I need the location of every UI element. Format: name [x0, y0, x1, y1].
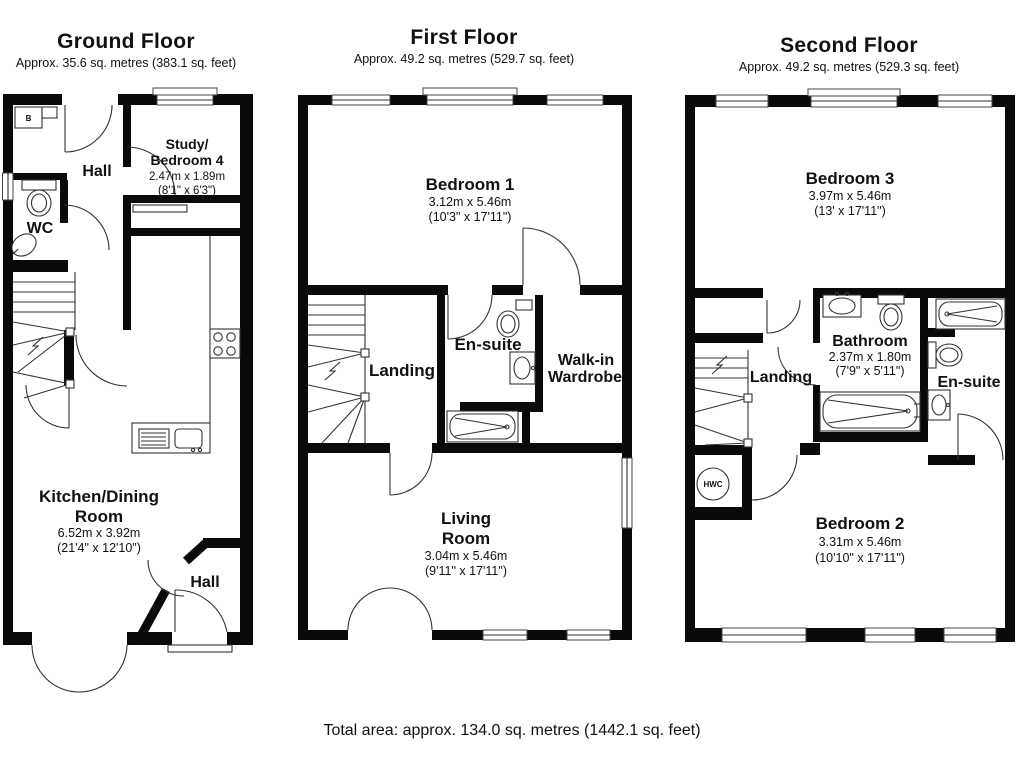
ff-doors [347, 227, 581, 631]
second-floor-header: Second Floor Approx. 49.2 sq. metres (52… [718, 34, 980, 74]
bedroom1-dims-m: 3.12m x 5.46m [429, 195, 512, 209]
sf-ensuite-toilet-cistern [927, 341, 937, 369]
sf-hwc-label: HWC [703, 480, 722, 489]
second-floor-title: Second Floor [780, 34, 918, 57]
ground-floor-subtitle: Approx. 35.6 sq. metres (383.1 sq. feet) [15, 56, 237, 70]
bathroom-dims-ft: (7'9" x 5'11") [835, 364, 904, 378]
sf-labels: Bedroom 3 3.97m x 5.46m (13' x 17'11") B… [750, 169, 1001, 565]
gf-wc-fittings [11, 179, 57, 257]
room-label-wardrobe-2: Wardrobe [548, 369, 622, 386]
second-floor-plan: HWC Bedroom 3 3.97m x 5.46m (13' x 17'11… [685, 88, 1015, 643]
room-label-ff-ensuite: En-suite [454, 335, 521, 354]
study-dims-m: 2.47m x 1.89m [149, 171, 225, 183]
kitchen-dims-ft: (21'4" x 12'10") [57, 541, 141, 555]
living-dims-m: 3.04m x 5.46m [425, 549, 508, 563]
total-area-text: Total area: approx. 134.0 sq. metres (14… [323, 722, 701, 739]
sf-windows [715, 88, 997, 643]
bedroom3-dims-m: 3.97m x 5.46m [809, 189, 892, 203]
gf-stairs [12, 272, 76, 399]
room-label-sf-landing: Landing [750, 369, 812, 386]
room-label-bedroom2: Bedroom 2 [816, 514, 905, 533]
gf-boiler-label: B [26, 114, 32, 123]
room-label-ff-landing: Landing [369, 361, 435, 380]
gf-boiler: B [14, 106, 58, 129]
sf-hwc: HWC [696, 467, 730, 501]
living-dims-ft: (9'11" x 17'11") [425, 564, 507, 578]
ff-toilet-cistern [515, 299, 533, 311]
ff-bath [446, 410, 519, 443]
sf-bathroom-toilet-cistern [877, 294, 905, 305]
room-label-study-2: Bedroom 4 [150, 152, 223, 168]
room-label-living-1: Living [441, 509, 491, 528]
bedroom2-dims-ft: (10'10" x 17'11") [815, 551, 905, 565]
gf-basin [11, 233, 37, 257]
room-label-study-1: Study/ [166, 136, 209, 152]
gf-toilet-cistern [21, 179, 57, 191]
sf-ensuite-fittings [927, 298, 1006, 421]
gf-kitchen-fittings [131, 204, 241, 454]
study-dims-ft: (8'1" x 6'3") [158, 185, 216, 197]
sf-hwc-cylinder [696, 467, 730, 501]
room-label-wardrobe-1: Walk-in [558, 352, 614, 369]
bedroom1-dims-ft: (10'3" x 17'11") [429, 210, 512, 224]
gf-labels: Hall Study/ Bedroom 4 2.47m x 1.89m (8'1… [27, 136, 225, 591]
ff-ensuite-fittings [446, 299, 536, 443]
gf-toilet [26, 189, 52, 217]
ff-windows [331, 87, 633, 641]
room-label-hall-top: Hall [82, 163, 111, 180]
sf-walls [685, 95, 1015, 642]
bedroom3-dims-ft: (13' x 17'11") [814, 204, 886, 218]
room-label-kitchen-2: Room [75, 507, 123, 526]
gf-doors [25, 104, 233, 693]
room-label-bedroom1: Bedroom 1 [426, 175, 515, 194]
bedroom2-dims-m: 3.31m x 5.46m [819, 535, 902, 549]
room-label-wc: WC [27, 220, 54, 237]
room-label-hall-bottom: Hall [190, 574, 219, 591]
sf-stairs [694, 350, 753, 448]
ground-floor-plan: B Hall Study/ Bedroom 4 2.47m x 1.89m (8… [2, 87, 253, 693]
room-label-kitchen-1: Kitchen/Dining [39, 487, 159, 506]
room-label-sf-ensuite: En-suite [937, 374, 1000, 391]
sf-ensuite-bath [935, 298, 1006, 330]
ff-labels: Bedroom 1 3.12m x 5.46m (10'3" x 17'11")… [369, 175, 622, 578]
sf-bathroom-fittings [819, 291, 921, 432]
room-label-living-2: Room [442, 529, 490, 548]
room-label-bedroom3: Bedroom 3 [806, 169, 895, 188]
second-floor-subtitle: Approx. 49.2 sq. metres (529.3 sq. feet) [738, 60, 960, 74]
room-label-bathroom: Bathroom [832, 333, 908, 350]
sf-doors [751, 299, 1004, 501]
first-floor-title: First Floor [410, 26, 518, 49]
kitchen-dims-m: 6.52m x 3.92m [58, 526, 141, 540]
gf-windows [2, 87, 218, 201]
first-floor-subtitle: Approx. 49.2 sq. metres (529.7 sq. feet) [353, 52, 575, 66]
bathroom-dims-m: 2.37m x 1.80m [829, 350, 912, 364]
first-floor-header: First Floor Approx. 49.2 sq. metres (529… [336, 26, 592, 66]
ff-stairs [307, 295, 370, 444]
ff-walls [298, 95, 632, 640]
first-floor-plan: Bedroom 1 3.12m x 5.46m (10'3" x 17'11")… [298, 87, 633, 641]
ground-floor-header: Ground Floor Approx. 35.6 sq. metres (38… [4, 30, 248, 70]
gf-walls [3, 94, 253, 646]
ground-floor-title: Ground Floor [57, 30, 195, 53]
